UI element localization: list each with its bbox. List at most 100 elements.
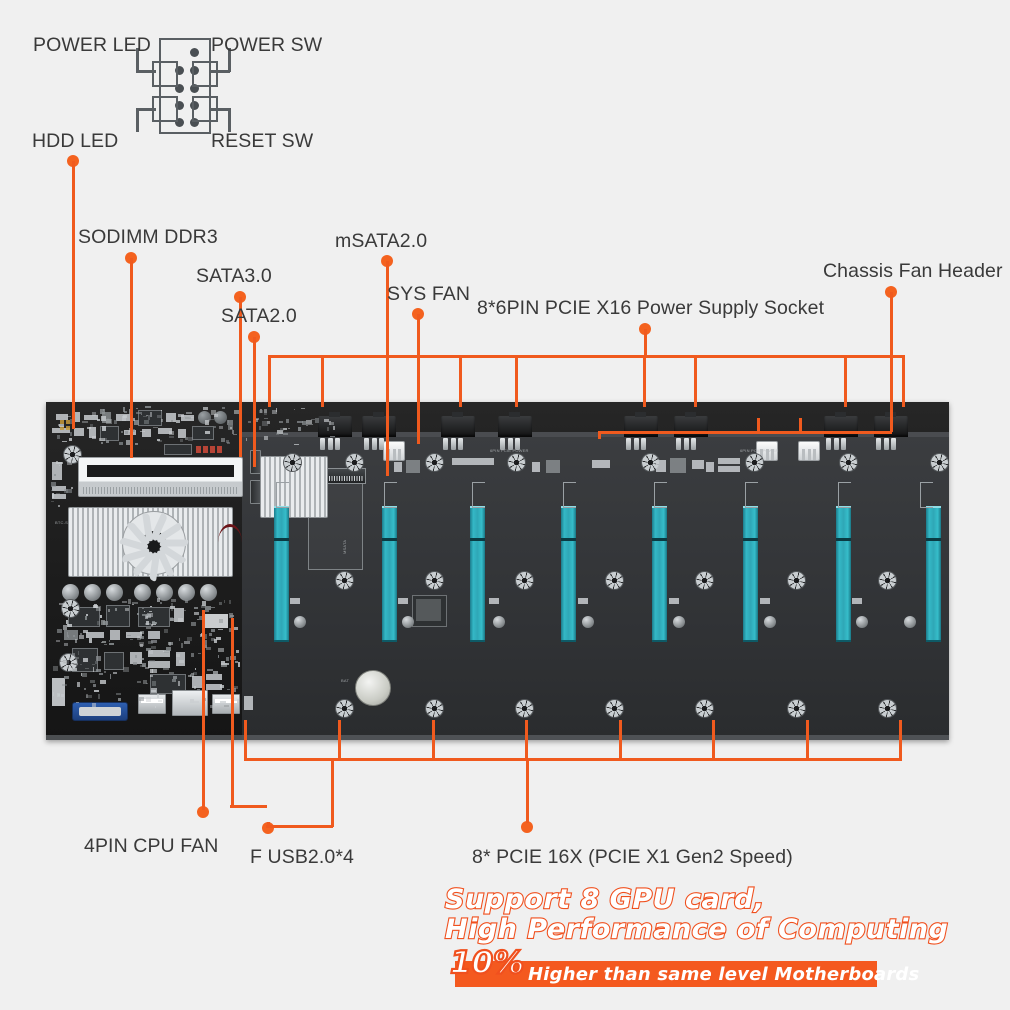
- pcb-speckle: [329, 420, 332, 425]
- pcb-speckle: [99, 409, 105, 415]
- leader-drop-pwr7: [844, 355, 847, 407]
- pcb-speckle: [203, 609, 209, 612]
- pcb-speckle: [278, 420, 283, 423]
- pcb-speckle: [146, 627, 152, 630]
- header-bracket-power-sw: [192, 61, 218, 87]
- pcb-speckle: [192, 672, 197, 676]
- leader-line-chassis-fan: [889, 292, 893, 432]
- label-4pin-cpu-fan: 4PIN CPU FAN: [84, 835, 219, 857]
- pcb-speckle: [96, 655, 102, 661]
- pcb-speckle: [219, 601, 222, 605]
- label-reset-sw: RESET SW: [211, 130, 314, 152]
- pcb-speckle: [141, 607, 144, 609]
- pcb-speckle: [77, 651, 79, 656]
- pcb-speckle: [162, 650, 169, 652]
- pcb-speckle: [77, 682, 81, 688]
- pcb-speckle: [224, 705, 230, 708]
- pcb-speckle: [282, 432, 288, 435]
- pcb-speckle: [96, 669, 102, 673]
- pcb-speckle: [51, 490, 54, 492]
- pcb-speckle: [156, 598, 160, 603]
- label-hdd-led: HDD LED: [32, 130, 119, 152]
- leader-dot-pcie-16x: [521, 821, 533, 833]
- label-pcie-power-socket: 8*6PIN PCIE X16 Power Supply Socket: [477, 297, 825, 319]
- pcb-speckle: [61, 441, 67, 443]
- pcb-speckle: [208, 419, 215, 421]
- vga-port: [72, 702, 128, 721]
- label-sys-fan: SYS FAN: [387, 283, 471, 305]
- pcb-speckle: [226, 439, 230, 443]
- leader-line-sata20: [252, 337, 256, 467]
- pcb-speckle: [125, 439, 131, 445]
- pcie-slot: [836, 506, 851, 642]
- pcb-speckle: [232, 687, 236, 692]
- pcb-speckle: [148, 610, 152, 612]
- pcb-speckle: [125, 431, 129, 435]
- pcb-speckle: [194, 667, 196, 670]
- pcb-speckle: [272, 409, 278, 414]
- pcb-speckle: [135, 655, 138, 659]
- pcb-speckle: [276, 408, 278, 413]
- pcb-speckle: [220, 661, 225, 666]
- pcb-speckle: [92, 684, 96, 688]
- pcb-speckle: [234, 626, 239, 630]
- pcb-speckle: [314, 418, 319, 424]
- pcb-speckle: [177, 680, 180, 686]
- pcb-speckle: [131, 603, 134, 605]
- pcb-speckle: [97, 693, 100, 699]
- pcb-speckle: [205, 430, 211, 434]
- promo-highlight-bar: [455, 961, 877, 987]
- leader-line-sata30: [238, 297, 242, 457]
- pcb-speckle: [223, 599, 225, 603]
- pcb-speckle: [145, 613, 151, 618]
- pcie-slot: [743, 506, 758, 642]
- pcb-speckle: [301, 421, 307, 426]
- pcb-speckle: [140, 631, 145, 635]
- pcb-speckle: [194, 701, 200, 704]
- pcb-speckle: [264, 408, 268, 413]
- pcb-speckle: [221, 437, 225, 442]
- pcb-speckle: [109, 642, 115, 645]
- leader-riser-slot2: [338, 720, 341, 760]
- chassis-fan-header: [798, 441, 820, 461]
- pcb-speckle: [217, 647, 224, 652]
- pcb-speckle: [105, 440, 109, 444]
- promo-percent-wrap: 10%: [449, 945, 525, 981]
- pcb-speckle: [92, 666, 94, 672]
- pcb-speckle: [178, 414, 185, 418]
- pcb-speckle: [209, 704, 213, 708]
- pcb-speckle: [198, 653, 202, 655]
- pcb-speckle: [74, 638, 77, 643]
- pcb-speckle: [214, 705, 217, 707]
- pcb-speckle: [152, 668, 158, 673]
- pcb-speckle: [163, 649, 169, 653]
- promo-percent: 10%: [449, 945, 525, 981]
- pcb-speckle: [246, 437, 248, 441]
- pcb-speckle: [136, 411, 143, 414]
- pcb-speckle: [205, 646, 211, 650]
- pcb-speckle: [204, 419, 209, 425]
- pcb-speckle: [60, 657, 64, 662]
- pcb-speckle: [161, 409, 163, 411]
- leader-riser-slot1: [244, 720, 247, 760]
- pcb-speckle: [194, 606, 199, 609]
- pcb-speckle: [165, 647, 171, 652]
- pcb-speckle: [163, 667, 170, 670]
- pcb-speckle: [294, 444, 300, 446]
- pcb-speckle: [86, 695, 93, 699]
- pcb-speckle: [152, 427, 158, 429]
- header-pin: [175, 118, 184, 127]
- pcb-speckle: [135, 407, 138, 409]
- leader-line-msata: [385, 261, 389, 476]
- pcb-speckle: [84, 667, 89, 669]
- pcb-speckle: [121, 430, 124, 433]
- pcb-speckle: [221, 407, 225, 410]
- leader-riser-slot7: [806, 720, 809, 760]
- header-pin: [175, 84, 184, 93]
- pcb-speckle: [171, 678, 176, 682]
- leader-riser-slot3: [432, 720, 435, 760]
- pcb-speckle: [135, 442, 139, 445]
- pcb-speckle: [330, 422, 334, 426]
- pcie-slot: [382, 506, 397, 642]
- pcb-speckle: [306, 423, 313, 425]
